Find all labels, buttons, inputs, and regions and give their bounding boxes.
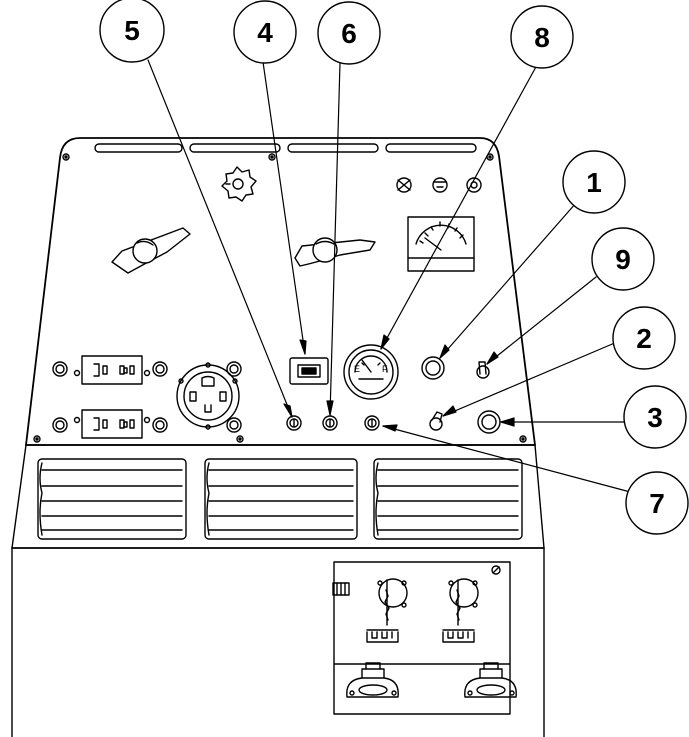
fuel-gauge-full-label: F (382, 364, 388, 374)
callout-9-number: 9 (615, 244, 631, 275)
callout-7-number: 7 (649, 488, 665, 519)
callout-3-number: 3 (647, 402, 663, 433)
push-button-1 (421, 356, 445, 380)
callout-2: 2 (612, 306, 676, 370)
callout-5: 5 (99, 0, 165, 63)
vent-grille-center (204, 458, 358, 540)
hour-meter (289, 357, 329, 385)
top-vent-slots (94, 143, 477, 153)
star-knob-icon (221, 166, 257, 202)
callout-1: 1 (562, 150, 626, 214)
callout-8: 8 (510, 5, 574, 69)
circuit-breaker-7 (364, 415, 380, 431)
callout-6-number: 6 (341, 18, 357, 49)
callout-4: 4 (233, 0, 297, 64)
circuit-breaker-6 (322, 415, 338, 431)
toggle-switch-9 (476, 361, 490, 379)
callout-9: 9 (591, 227, 655, 291)
push-button-3 (477, 410, 501, 434)
round-receptacle (176, 362, 240, 430)
toggle-switch-2 (429, 411, 443, 431)
circuit-breaker-5 (286, 415, 302, 431)
callout-8-number: 8 (534, 22, 550, 53)
fuel-gauge (343, 344, 399, 400)
vent-grille-left (37, 458, 187, 540)
leader-lines (147, 59, 635, 494)
machine-housing (11, 137, 545, 737)
outlet-lower (81, 409, 143, 439)
vent-grille-right (373, 458, 523, 540)
callout-7: 7 (625, 471, 689, 535)
callout-4-number: 4 (257, 17, 273, 48)
fuel-gauge-empty-label: E (354, 364, 360, 374)
callout-2-number: 2 (636, 323, 652, 354)
left-selector-handle (111, 227, 191, 274)
lower-access-panel (332, 561, 517, 715)
callout-1-number: 1 (586, 167, 602, 198)
outlet-upper (81, 355, 143, 385)
callout-5-number: 5 (124, 15, 140, 46)
callout-3: 3 (623, 385, 687, 449)
panel-screws (33, 153, 527, 443)
callout-6: 6 (317, 1, 381, 65)
outlet-terminals (52, 361, 242, 433)
analog-meter (407, 216, 475, 272)
